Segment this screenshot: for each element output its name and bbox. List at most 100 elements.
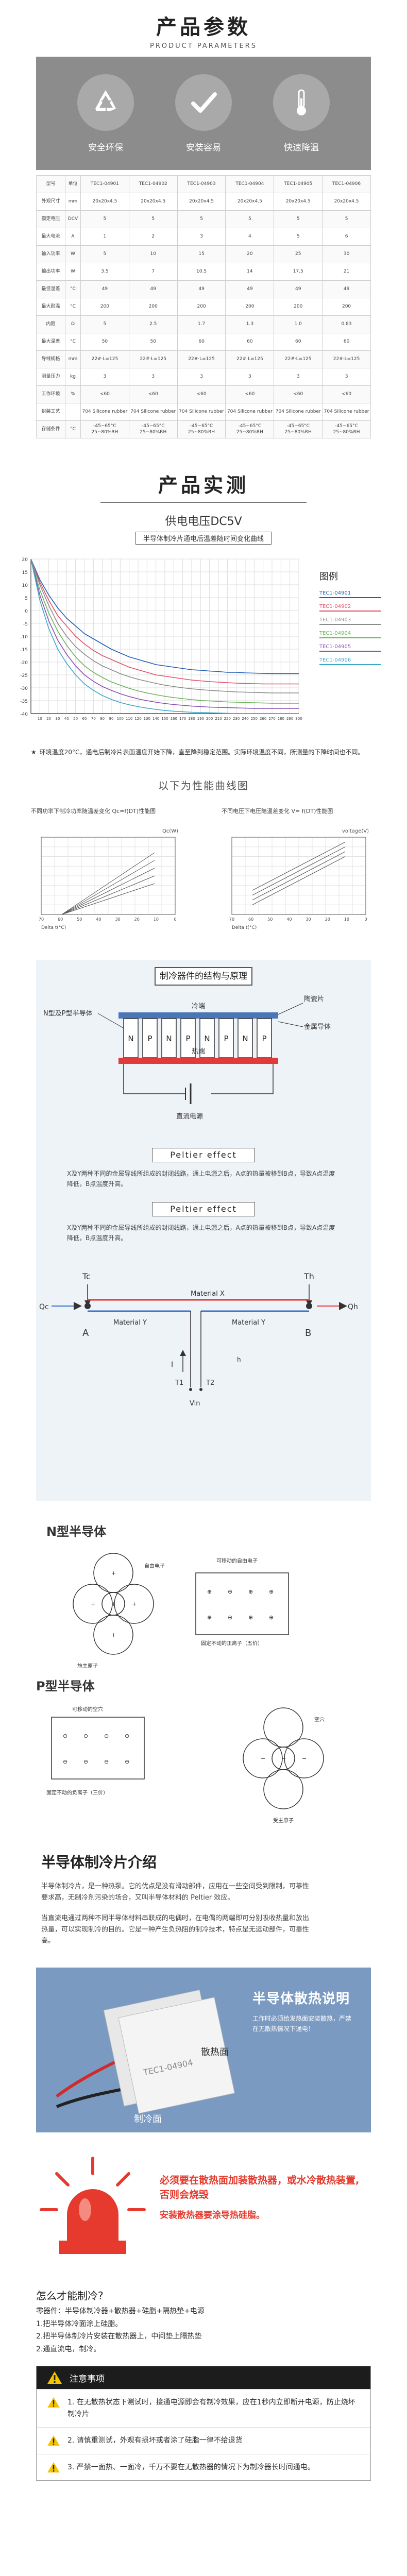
spec-cell: 22#·L=125 <box>177 350 226 368</box>
series-line <box>61 860 155 915</box>
perf-chart-left-title: 不同功率下制冷功率随温差变化 Qc=f(DT)性能图 <box>31 808 156 815</box>
qh-label: Qh <box>348 1303 358 1311</box>
t1-label: T1 <box>175 1379 183 1387</box>
svg-text:⊖: ⊖ <box>83 1758 88 1765</box>
x-tick-label: 20 <box>325 917 330 922</box>
p-type-title: P型半导体 <box>36 1679 95 1693</box>
caution-box: 注意事项 1. 在无散热状态下测试时，接通电源即会有制冷效果，应在1秒内立即断开… <box>36 2366 371 2481</box>
spec-cell: 3 <box>128 368 178 386</box>
spec-cell: 2 <box>128 228 178 246</box>
x-tick-label: 260 <box>260 717 266 721</box>
spec-cell: <60 <box>80 385 129 403</box>
x-tick-label: 50 <box>73 717 78 721</box>
spec-cell: 704 Silicone rubber <box>80 403 129 421</box>
legend-item: TEC1-04901 <box>319 585 392 598</box>
legend-item: TEC1-04902 <box>319 598 392 612</box>
x-tick-label: 230 <box>233 717 240 721</box>
legend-title: 图例 <box>319 571 338 582</box>
semiconductor-cell-label: P <box>147 1034 152 1043</box>
n-type-section: N型半导体 +++++ ⊕⊕⊕⊕ ⊕⊕⊕⊕ 自由电子 施主原子 可移动的自由电子… <box>46 1521 376 1676</box>
spec-cell: -45~65°C 25~80%RH <box>128 420 178 438</box>
spec-cell: <60 <box>177 385 226 403</box>
feature-eco-label: 安全环保 <box>88 142 123 153</box>
spec-param-name: 封装工艺 <box>36 403 65 421</box>
product-page: 产品参数 PRODUCT PARAMETERS 安全环保 安装容易 <box>10 15 402 2481</box>
spec-param-unit: W <box>65 245 81 263</box>
x-tick-label: 30 <box>56 717 60 721</box>
warning-triangle-icon <box>47 2435 60 2446</box>
warning-line-2: 安装散热器要涂导热硅脂。 <box>160 2210 265 2221</box>
y-tick-label: -15 <box>20 648 28 653</box>
y-tick-label: 15 <box>22 570 28 575</box>
spec-cell: 6 <box>322 228 371 246</box>
test-note: ★ 环境温度20°C，通电后制冷片表面温度开始下降，直至降到稳定范围。实际环境温… <box>31 748 371 757</box>
spec-param-name: 最佳温差 <box>36 280 65 298</box>
spec-cell: 200 <box>80 298 129 316</box>
semiconductor-cell <box>180 1018 196 1058</box>
howto-step-2: 2.把半导体制冷片安装在散热器上，中间垫上隔热垫 <box>36 2332 202 2341</box>
spec-cell: 20x20x4.5 <box>225 193 275 211</box>
feature-cool-label: 快速降温 <box>284 142 319 153</box>
series-line <box>61 875 155 915</box>
spec-cell: -45~65°C 25~80%RH <box>80 420 129 438</box>
x-tick-label: 270 <box>268 717 275 721</box>
svg-text:−: − <box>281 1755 286 1762</box>
principle-title: 制冷器件的结构与原理 <box>155 967 252 986</box>
spec-cell: 200 <box>225 298 275 316</box>
semiconductor-cell-label: P <box>262 1034 266 1043</box>
spec-param-unit: kg <box>65 368 81 386</box>
spec-cell: 704 Silicone rubber <box>177 403 226 421</box>
semiconductor-cell <box>161 1018 177 1058</box>
howto-section: 怎么才能制冷? 零器件：半导体制冷器+散热器+硅脂+隔热垫+电源 1.把半导体冷… <box>36 2287 371 2355</box>
spec-cell: 1.7 <box>177 315 226 333</box>
material-y2-label: Material Y <box>232 1319 265 1327</box>
series-line <box>30 558 299 709</box>
spec-cell: 200 <box>274 298 323 316</box>
howto-step-3: 2.通直流电，制冷。 <box>36 2345 101 2353</box>
spec-cell: 49 <box>80 280 129 298</box>
material-x-label: Material X <box>191 1290 225 1298</box>
spec-cell: 3 <box>80 368 129 386</box>
spec-param-name: 存储条件 <box>36 420 65 438</box>
spec-cell: 60 <box>322 333 371 351</box>
recycle-icon <box>77 74 134 131</box>
svg-text:⊕: ⊕ <box>207 1588 212 1595</box>
n-free-electron2-label: 可移动的自由电子 <box>216 1557 258 1564</box>
series-line <box>30 558 299 693</box>
x-tick-label: 50 <box>267 917 273 922</box>
spec-header-cell: 单位 <box>65 175 81 193</box>
spec-param-unit: °C <box>65 298 81 316</box>
thermometer-icon <box>273 74 330 131</box>
spec-cell: <60 <box>274 385 323 403</box>
curve-chart-title: 半导体制冷片通电后温差随时间变化曲线 <box>135 532 272 545</box>
spec-cell: -45~65°C 25~80%RH <box>225 420 275 438</box>
svg-text:+: + <box>111 1632 116 1638</box>
spec-cell: 704 Silicone rubber <box>322 403 371 421</box>
checkmark-icon <box>175 74 232 131</box>
legend-label: TEC1-04903 <box>319 617 381 625</box>
series-line <box>252 846 346 895</box>
spec-cell: 1 <box>80 228 129 246</box>
spec-cell: 15 <box>177 245 226 263</box>
spec-cell: 20x20x4.5 <box>177 193 226 211</box>
x-tick-label: 300 <box>295 717 302 721</box>
spec-param-unit: mm <box>65 193 81 211</box>
spec-cell: 704 Silicone rubber <box>274 403 323 421</box>
spec-param-name: 外观尺寸 <box>36 193 65 211</box>
spec-cell: 20x20x4.5 <box>80 193 129 211</box>
cold-ceramic-plate <box>118 1012 278 1019</box>
series-line <box>61 868 155 915</box>
x-axis-label: Delta t(°C) <box>41 925 66 930</box>
test-voltage: 供电电压DC5V <box>165 515 242 528</box>
svg-text:−: − <box>261 1755 265 1762</box>
y-tick-label: -40 <box>20 712 28 717</box>
peltier-effect-2: Peltier effect X及Y两种不同的金属导线所组成的封闭线路，通上电源… <box>36 1202 371 1244</box>
n-type-diagram: +++++ ⊕⊕⊕⊕ ⊕⊕⊕⊕ 自由电子 施主原子 可移动的自由电子 固定不动的… <box>73 1553 289 1669</box>
svg-text:+: + <box>111 1570 116 1577</box>
x-tick-label: 30 <box>115 917 120 922</box>
legend-label: TEC1-04902 <box>319 604 381 612</box>
